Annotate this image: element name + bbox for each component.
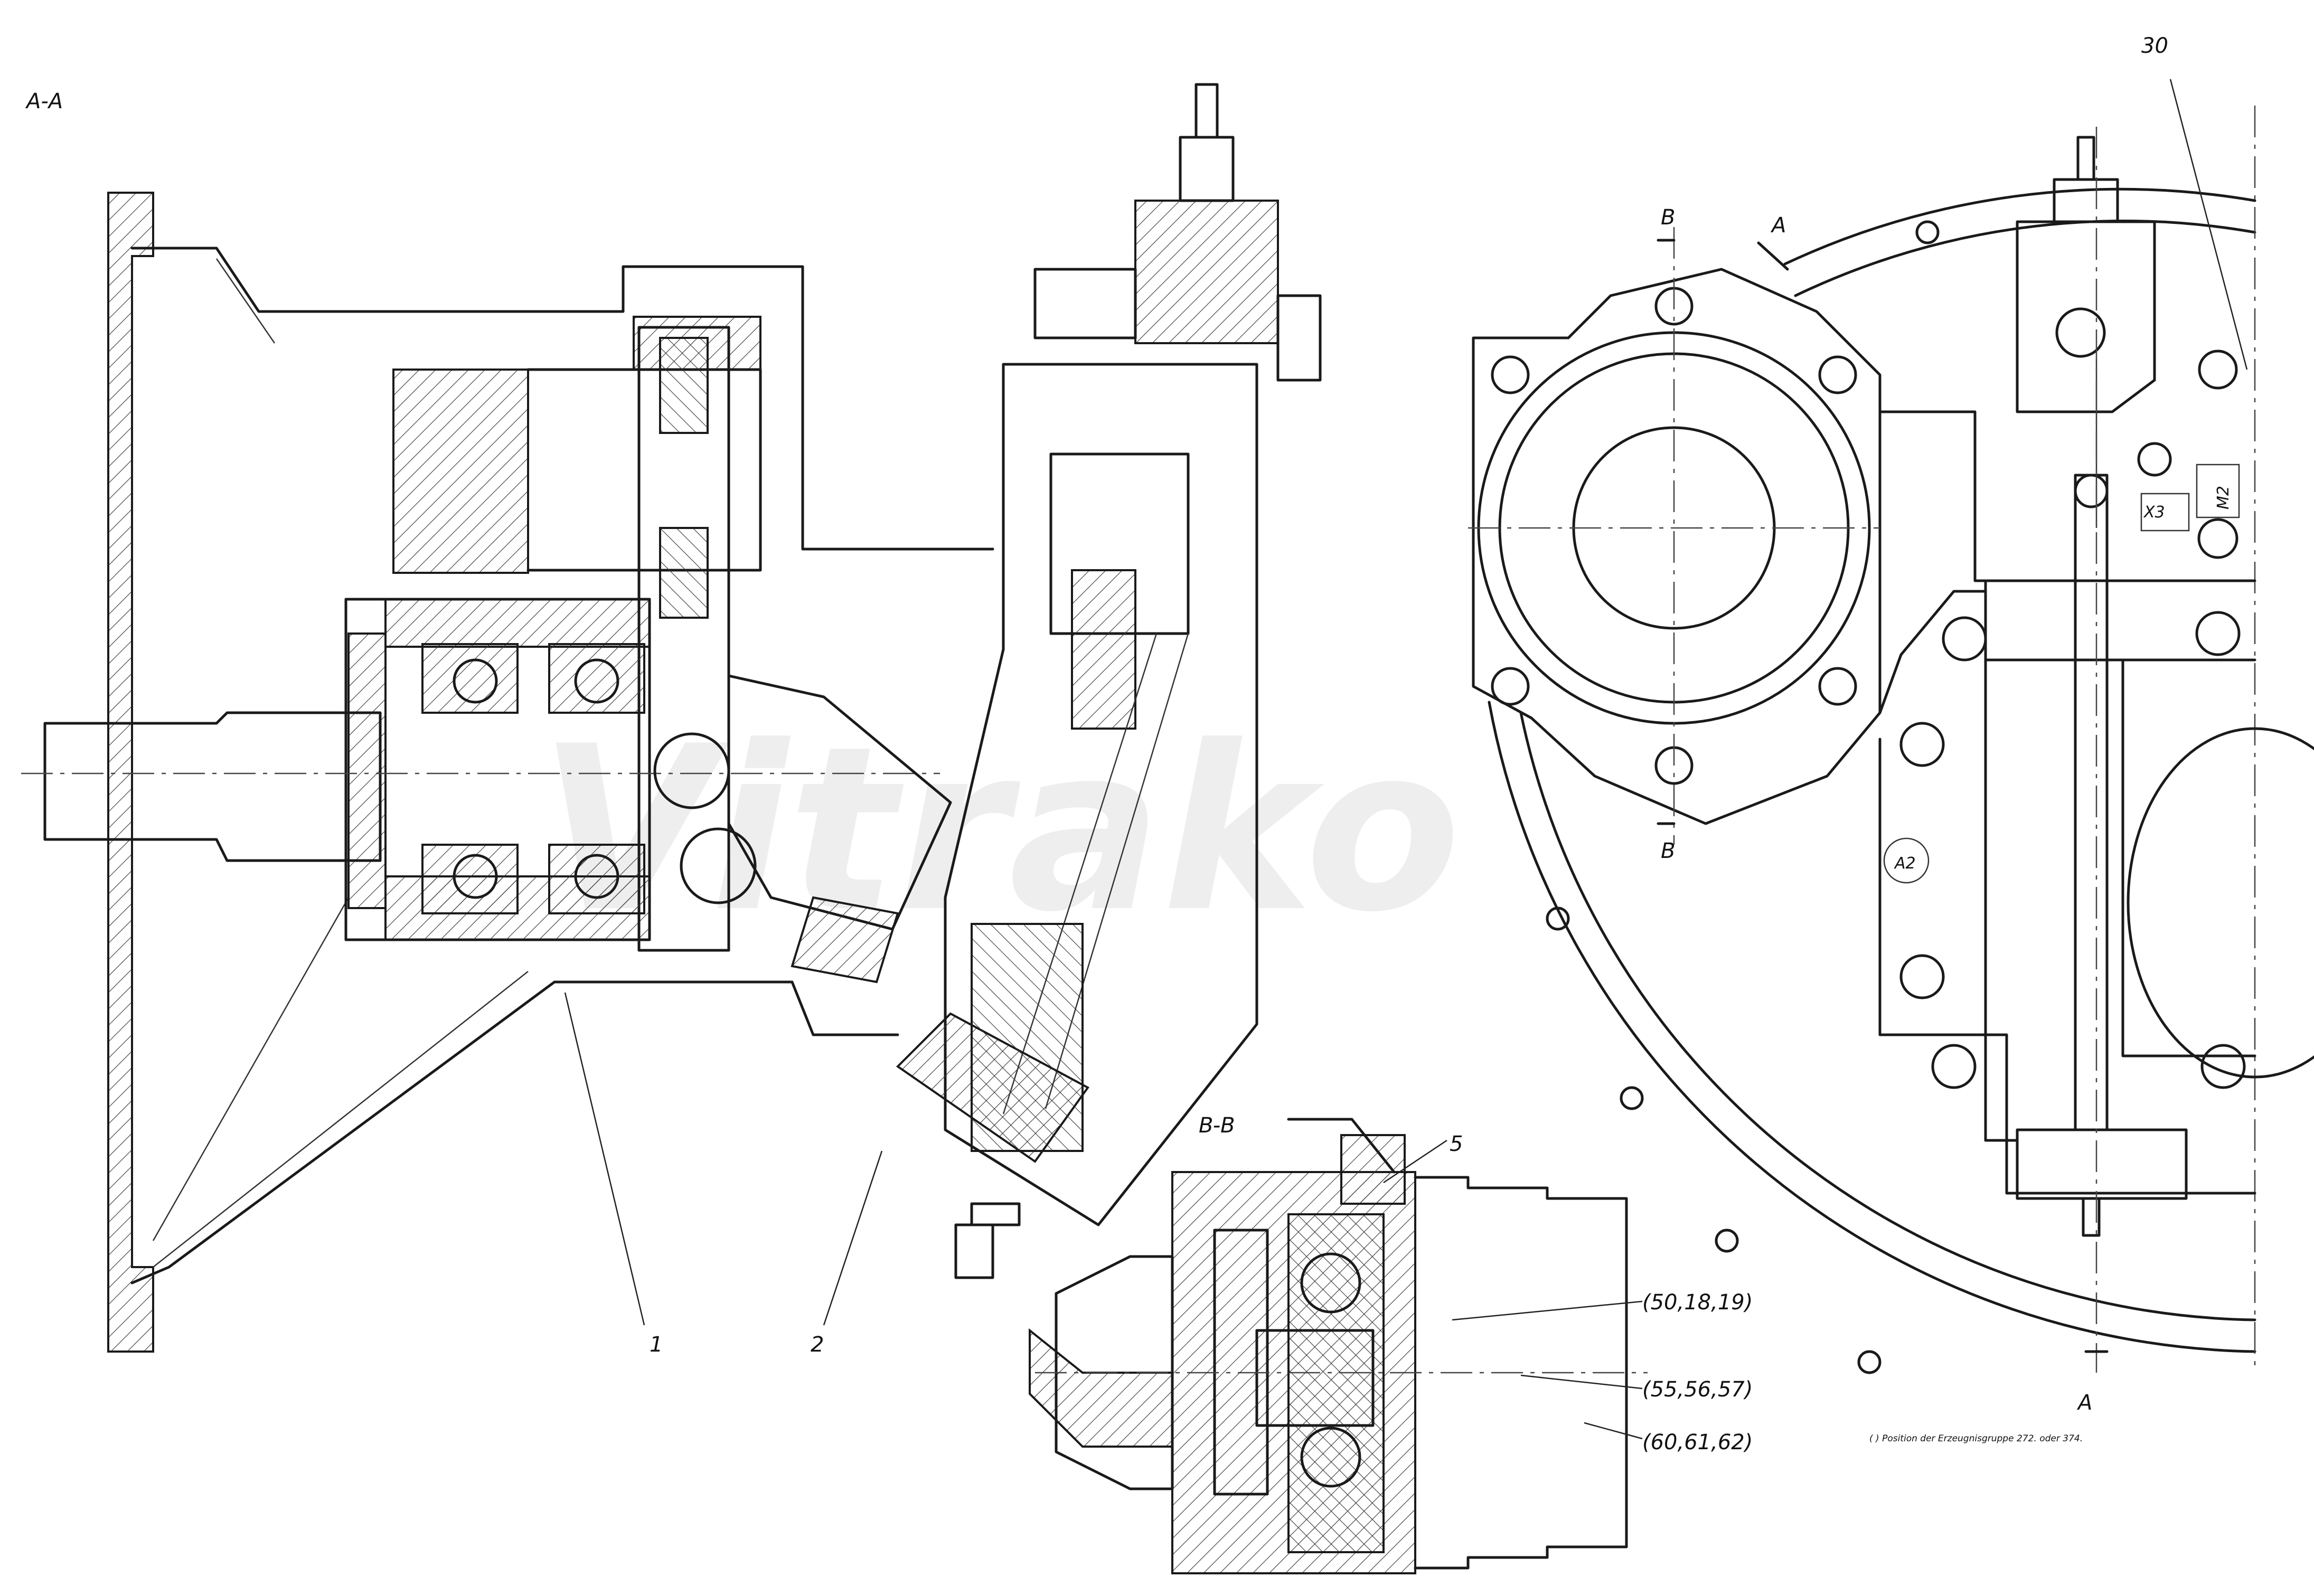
port-x3-label: X3: [2143, 503, 2165, 522]
watermark: Vitrako: [539, 698, 1461, 962]
port-m2-label: M2: [2214, 486, 2233, 509]
section-aa-view: [21, 83, 1322, 1353]
end-view: [1468, 79, 2314, 1374]
callout-5: 5: [1450, 1132, 1463, 1156]
cut-marker-b-top: B: [1661, 205, 1675, 230]
ref-group-3: (60,61,62): [1642, 1430, 1753, 1455]
section-bb-label: B-B: [1199, 1113, 1235, 1138]
section-bb-view: [1029, 1118, 1648, 1574]
callout-1: 1: [650, 1333, 663, 1357]
labels: A-A B-B 1 2 5 30 B B A A X3 M2 A2 (50,18…: [25, 34, 2233, 1455]
cut-marker-b-bottom: B: [1661, 839, 1675, 863]
ref-group-2: (55,56,57): [1642, 1377, 1753, 1402]
callout-30: 30: [2141, 34, 2168, 58]
position-note: ( ) Position der Erzeugnisgruppe 272. od…: [1869, 1433, 2083, 1444]
section-aa-label: A-A: [25, 89, 63, 114]
callout-2: 2: [811, 1333, 824, 1357]
port-a2-label: A2: [1894, 854, 1916, 873]
watermark-text: Vitrako: [539, 698, 1461, 962]
ref-group-1: (50,18,19): [1642, 1290, 1753, 1315]
cut-marker-a-bottom: A: [2076, 1391, 2092, 1415]
cut-marker-a-top: A: [1770, 213, 1786, 238]
